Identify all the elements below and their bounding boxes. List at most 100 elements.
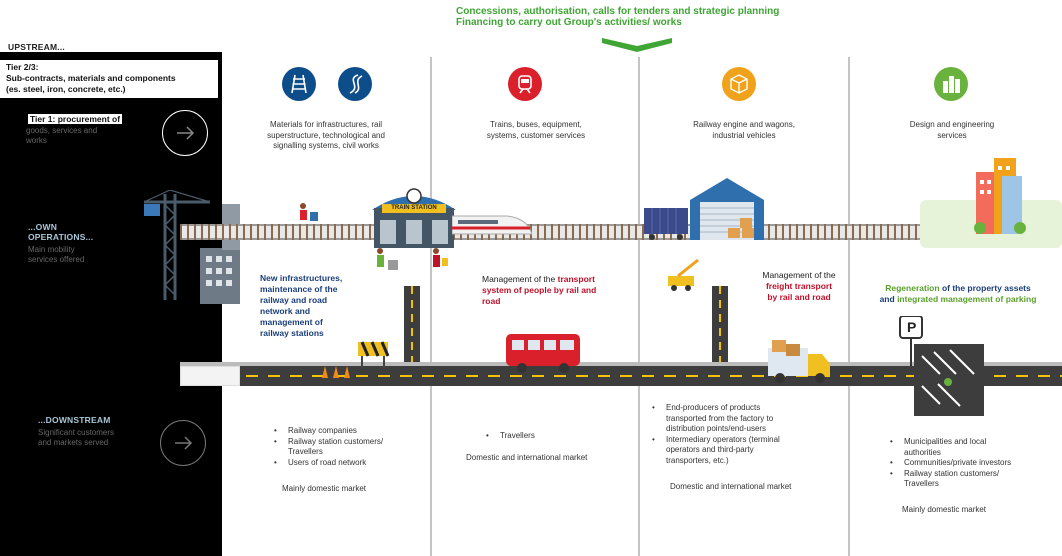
management-segment: system of people by rail and bbox=[482, 285, 597, 295]
road-icon bbox=[338, 67, 372, 101]
road-edge bbox=[180, 362, 1062, 366]
train-station-sign: TRAIN STATION bbox=[391, 205, 437, 211]
column-infrastructure bbox=[222, 57, 430, 556]
management-line: railway and road bbox=[260, 295, 370, 306]
customer-item: distribution points/end-users bbox=[666, 424, 767, 433]
management-segment: network bbox=[260, 306, 293, 316]
supply-text-property: Design and engineering services bbox=[862, 120, 1042, 141]
customer-item: End-producers of products bbox=[650, 403, 820, 414]
road-barrier bbox=[358, 341, 390, 368]
column-freight bbox=[640, 57, 848, 556]
supply-line: Railway engine and wagons, bbox=[693, 120, 795, 129]
market-freight: Domestic and international market bbox=[670, 482, 792, 491]
warehouse-illustration bbox=[690, 178, 764, 240]
family-illustration bbox=[377, 248, 398, 270]
customer-item: Railway station customers/ bbox=[888, 469, 1048, 480]
supply-text-freight: Railway engine and wagons, industrial ve… bbox=[654, 120, 834, 141]
road-entry bbox=[180, 366, 240, 386]
crane-vehicle bbox=[668, 258, 699, 291]
market-infrastructure: Mainly domestic market bbox=[282, 484, 367, 493]
management-line: network and bbox=[260, 306, 370, 317]
customer-item: Travellers bbox=[484, 431, 624, 442]
tier1-arrow-icon bbox=[162, 110, 208, 156]
header-line-2: Financing to carry out Group's activitie… bbox=[456, 17, 682, 28]
management-segment: Management of the bbox=[482, 274, 558, 284]
supply-line: Design and engineering bbox=[909, 120, 995, 129]
customer-item: Users of road network bbox=[272, 458, 422, 469]
management-line: management of bbox=[260, 317, 370, 328]
road-markings bbox=[180, 375, 1062, 377]
downstream-sub-line: Significant customers bbox=[38, 428, 115, 437]
column-divider bbox=[430, 57, 432, 556]
tier2-line: Sub-contracts, materials and components bbox=[6, 73, 176, 83]
customer-item: Travellers bbox=[904, 479, 939, 488]
parking-sign: P bbox=[907, 319, 917, 335]
railway-track-icon bbox=[282, 67, 316, 101]
customer-item: Municipalities and local bbox=[888, 437, 1048, 448]
crane-illustration bbox=[143, 190, 240, 304]
supply-line: industrial vehicles bbox=[712, 130, 776, 140]
supply-text-infrastructure: Materials for infrastructures, rail supe… bbox=[236, 120, 416, 152]
management-line: Management of the bbox=[754, 270, 844, 281]
own-label-line: ...OWN bbox=[28, 222, 58, 232]
supply-line: Trains, buses, equipment, bbox=[490, 120, 582, 129]
downstream-arrow-icon bbox=[160, 420, 206, 466]
tier2-line: Tier 2/3: bbox=[6, 62, 39, 72]
management-segment: by rail and road bbox=[767, 292, 831, 302]
tier1-sub-line: works bbox=[26, 136, 47, 145]
management-line: New infrastructures, bbox=[260, 273, 370, 284]
supply-line: services bbox=[937, 130, 967, 140]
own-operations-label: ...OWN OPERATIONS... bbox=[28, 222, 93, 242]
supply-line: Materials for infrastructures, rail bbox=[269, 120, 383, 129]
column-divider bbox=[848, 57, 850, 556]
management-segment: railway stations bbox=[260, 328, 324, 338]
management-segment: Regeneration bbox=[885, 283, 940, 293]
management-segment: Management of the bbox=[762, 270, 836, 280]
supply-line: superstructure, technological and bbox=[267, 130, 385, 140]
customers-list-property: Municipalities and localauthoritiesCommu… bbox=[888, 437, 1048, 490]
traffic-cones bbox=[322, 366, 350, 378]
train-station-illustration bbox=[372, 188, 456, 248]
management-line: road bbox=[482, 296, 622, 307]
own-label-line: OPERATIONS... bbox=[28, 232, 94, 242]
management-segment: road bbox=[482, 296, 501, 306]
customer-item: Communities/private investors bbox=[888, 458, 1048, 469]
customers-list-infrastructure: Railway companiesRailway station custome… bbox=[272, 426, 422, 468]
tier1-title: Tier 1: procurement of bbox=[28, 114, 123, 124]
management-line: railway stations bbox=[260, 328, 370, 339]
management-segment: management of bbox=[260, 317, 323, 327]
cargo-box-icon bbox=[722, 67, 756, 101]
vertical-road bbox=[712, 286, 728, 366]
management-segment: and bbox=[879, 294, 898, 304]
bus-illustration bbox=[506, 334, 580, 373]
parking-area bbox=[899, 316, 984, 416]
downstream-sub-line: and markets served bbox=[38, 438, 109, 447]
train-icon bbox=[508, 67, 542, 101]
customer-item: transported from the factory to bbox=[666, 413, 774, 423]
tier1-sub-line: goods, services and bbox=[26, 126, 98, 135]
management-line: system of people by rail and bbox=[482, 285, 622, 296]
downstream-label: ...DOWNSTREAM bbox=[38, 415, 111, 425]
management-line: by rail and road bbox=[754, 292, 844, 303]
own-sub-line: Main mobility bbox=[28, 245, 75, 254]
management-segment: of the property assets bbox=[939, 283, 1031, 293]
management-line: maintenance of the bbox=[260, 284, 370, 295]
management-segment: maintenance of the bbox=[260, 284, 338, 294]
customer-item: transporters, etc.) bbox=[666, 455, 729, 465]
management-segment: transport bbox=[557, 274, 595, 284]
traveller-illustration bbox=[433, 248, 448, 267]
column-passenger bbox=[432, 57, 638, 556]
tier1-sub: goods, services and works bbox=[26, 126, 97, 146]
customer-item: Intermediary operators (terminal bbox=[650, 435, 820, 446]
delivery-truck bbox=[768, 340, 830, 383]
tier2-box: Tier 2/3: Sub-contracts, materials and c… bbox=[0, 60, 218, 98]
management-segment: freight transport bbox=[765, 281, 833, 291]
supply-text-passenger: Trains, buses, equipment, systems, custo… bbox=[446, 120, 626, 141]
management-line: freight transport bbox=[754, 281, 844, 292]
management-segment: railway and road bbox=[260, 295, 328, 305]
management-segment: New infrastructures, bbox=[260, 273, 343, 283]
